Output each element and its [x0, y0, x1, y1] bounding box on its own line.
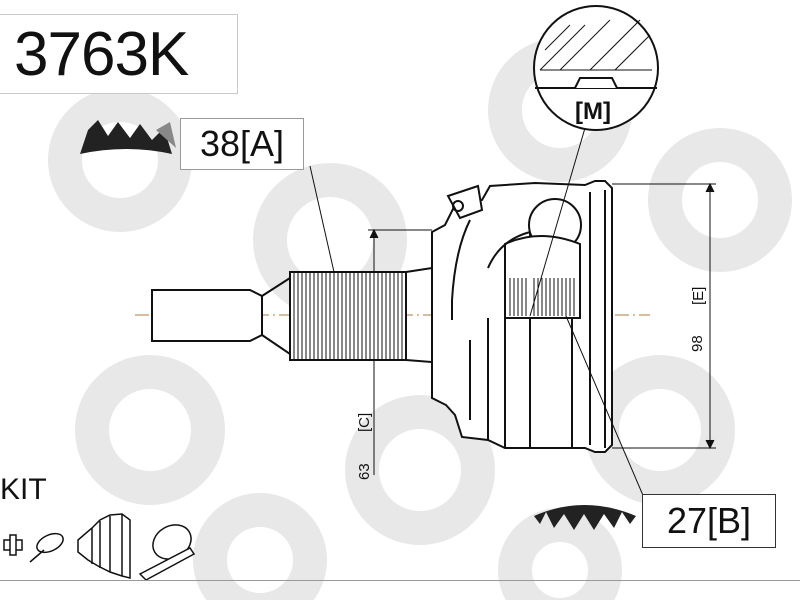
dimension-c-value: 63 [356, 463, 373, 480]
dimension-e-letter: [E] [690, 286, 707, 305]
joint-outline [151, 180, 613, 453]
inner-spline-label: 27[B] [642, 494, 776, 548]
leader-lines [309, 127, 646, 501]
inner-spline-icon [534, 505, 636, 530]
kit-label: KIT [0, 473, 47, 506]
shaft-splines [293, 272, 403, 360]
inner-splines [509, 278, 575, 316]
outer-spline-icon [80, 120, 176, 154]
tie-strap-icon [138, 524, 196, 581]
bottom-rule [0, 580, 800, 581]
outer-spline-label: 38[A] [180, 118, 304, 170]
dimension-c-letter: [C] [356, 412, 373, 432]
dimension-c [368, 228, 432, 475]
circlip-icon [29, 532, 64, 563]
watermark [48, 38, 792, 600]
dimension-e-value: 98 [689, 335, 706, 352]
kit-icons [3, 513, 196, 581]
nut-icon [3, 534, 23, 556]
detail-circle-m [533, 5, 659, 131]
dimension-e [612, 182, 716, 450]
detail-label-m: [M] [575, 98, 611, 125]
part-code: 3763K [0, 14, 238, 94]
boot-icon [77, 513, 131, 579]
